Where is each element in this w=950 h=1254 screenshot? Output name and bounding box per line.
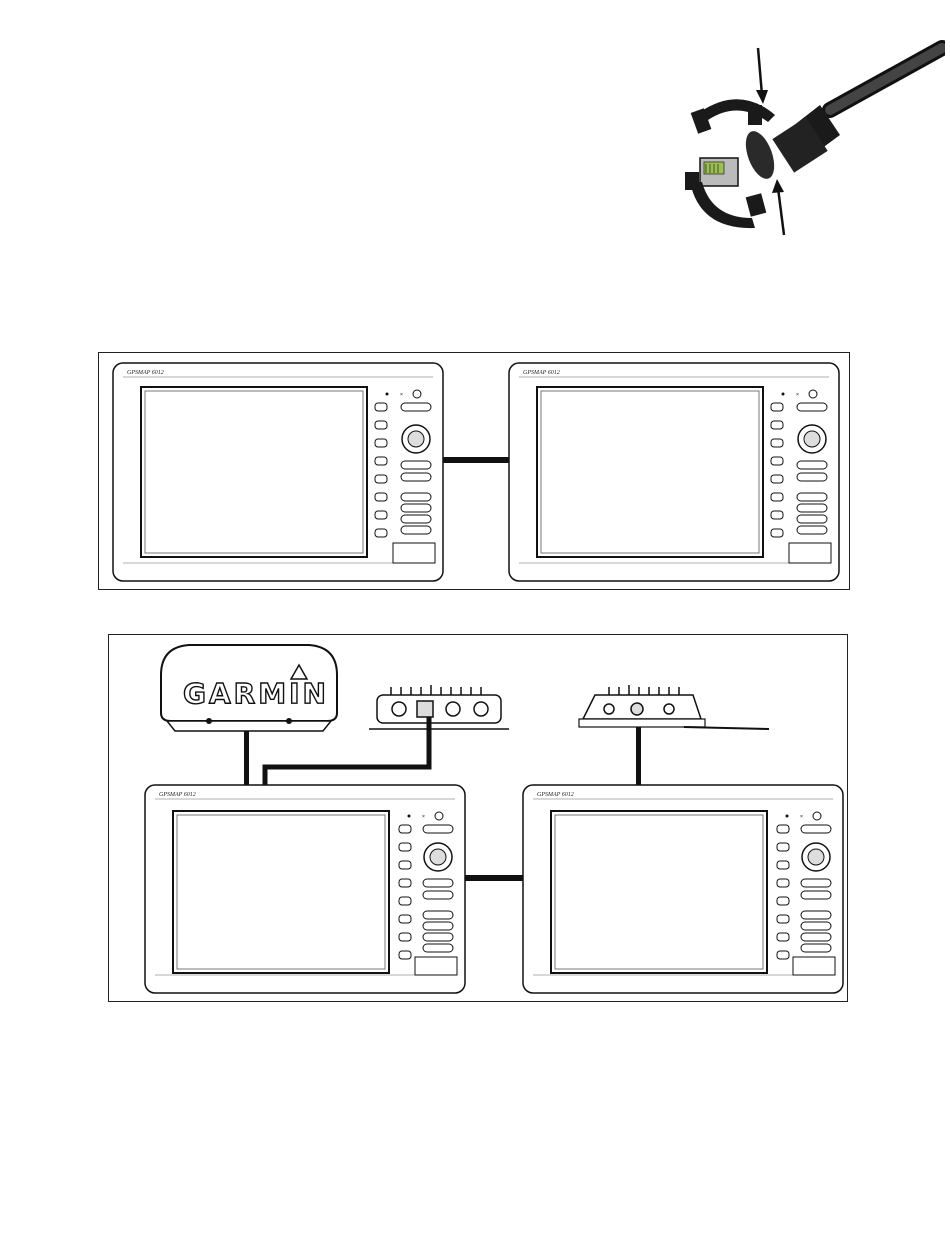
chartplotter-unit-c: GPSMAP 6012 × (145, 785, 465, 993)
chartplotter-unit-d: GPSMAP 6012 × (523, 785, 843, 993)
radar-logo: GARMIN (183, 677, 329, 710)
chartplotter-unit-b: GPSMAP 6012 × (509, 363, 839, 581)
svg-text:×: × (800, 814, 803, 820)
sounder-module-2 (579, 685, 769, 729)
radar-dome: GARMIN (161, 645, 337, 731)
chartplotter-unit-a: GPSMAP 6012 × (113, 363, 443, 581)
unit-c-label: GPSMAP 6012 (159, 792, 196, 798)
unit-a-label: GPSMAP 6012 (127, 370, 164, 376)
svg-text:×: × (796, 392, 799, 398)
svg-text:×: × (400, 392, 403, 398)
unit-b-label: GPSMAP 6012 (523, 370, 560, 376)
network-with-radar-figure: GARMIN (108, 634, 848, 1002)
coupler-figure (680, 40, 945, 245)
sounder-module-1 (369, 685, 509, 729)
two-unit-network-figure: GPSMAP 6012 × (98, 352, 850, 590)
svg-text:×: × (422, 814, 425, 820)
unit-d-label: GPSMAP 6012 (537, 792, 574, 798)
